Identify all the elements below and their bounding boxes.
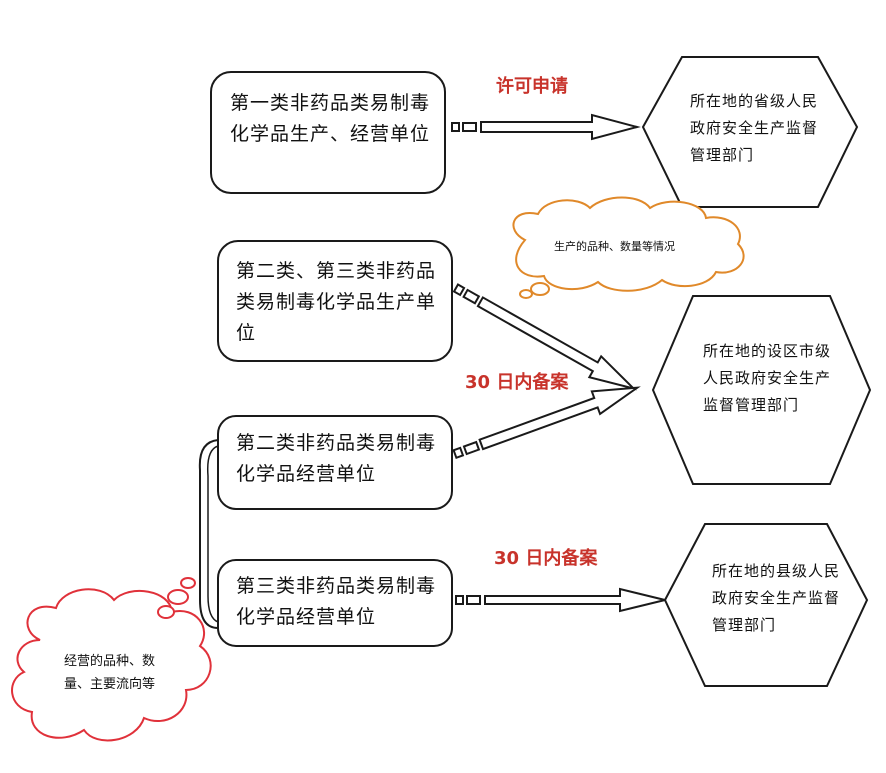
county-authority-label: 所在地的县级人民政府安全生产监督管理部门 (712, 562, 841, 634)
class2-operation-unit-box (217, 415, 453, 510)
operation-note-cloud (11, 577, 212, 742)
production-filing-arrow (452, 283, 637, 391)
filing-30-days-label-a: 30 日内备案 (465, 372, 569, 393)
operation-bracket (198, 439, 219, 629)
permit-application-label: 许可申请 (496, 76, 568, 97)
permit-arrow (451, 113, 641, 141)
class23-production-unit-label: 第二类、第三类非药品类易制毒化学品生产单位 (236, 260, 437, 344)
provincial-authority-label: 所在地的省级人民政府安全生产监督管理部门 (690, 92, 819, 164)
operation-bracket-inner (206, 445, 219, 623)
city-authority-label: 所在地的设区市级人民政府安全生产监督管理部门 (703, 342, 832, 414)
production-note-cloud (512, 196, 745, 299)
class2-filing-arrow (452, 386, 641, 460)
class1-unit-box (210, 71, 446, 194)
class2-operation-unit-label: 第二类非药品类易制毒化学品经营单位 (236, 432, 437, 485)
filing-30-days-label-b: 30 日内备案 (494, 548, 598, 569)
class3-filing-arrow (455, 587, 666, 613)
production-note-text: 生产的品种、数量等情况 (554, 240, 675, 253)
city-authority-hexagon (651, 295, 872, 485)
county-authority-hexagon (663, 523, 869, 687)
class3-operation-unit-label: 第三类非药品类易制毒化学品经营单位 (236, 575, 437, 628)
class3-operation-unit-box (217, 559, 453, 647)
class1-unit-label: 第一类非药品类易制毒化学品生产、经营单位 (230, 92, 431, 145)
class23-production-unit-box (217, 240, 453, 362)
operation-note-text: 经营的品种、数量、主要流向等 (64, 654, 156, 692)
